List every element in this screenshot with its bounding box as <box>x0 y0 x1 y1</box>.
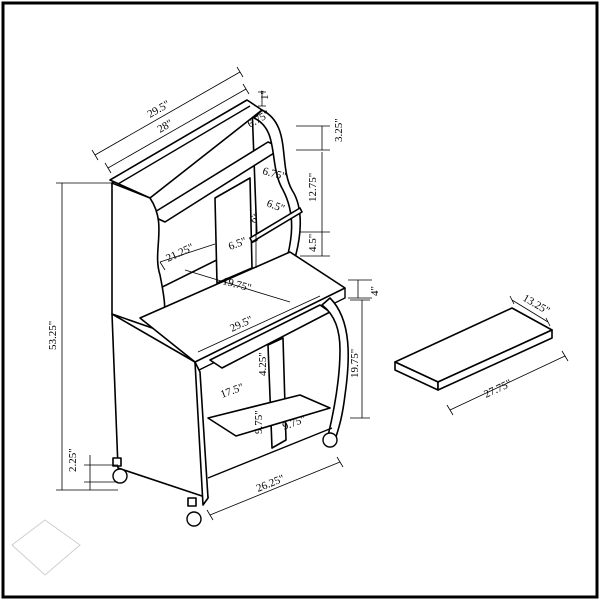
dimension-lines <box>56 66 569 521</box>
dim-line-base-depth <box>206 456 344 521</box>
cubby-shelf <box>249 207 303 243</box>
cabinet-right-side <box>321 297 350 441</box>
label-lower-shelf-height-left: 9.75" <box>253 410 265 434</box>
label-lower-opening-width: 17.5" <box>219 381 245 400</box>
label-total-height: 53.25" <box>47 321 59 350</box>
caster-back-left <box>112 468 128 484</box>
dim-line-top-overhang <box>258 91 266 107</box>
caster-mount-front-left <box>187 497 197 507</box>
dim-line-cubby-height <box>300 232 330 257</box>
label-lower-shelf-depth: 6.75" <box>261 165 287 183</box>
dim-line-hutch-outer-width <box>91 66 244 161</box>
dim-line-keyboard-width <box>509 295 551 327</box>
label-drawer-clearance: 4.25" <box>257 352 269 376</box>
keyboard-tray-side-edge <box>437 329 553 391</box>
dim-line-caster-height <box>84 455 118 490</box>
label-base-depth: 26.25" <box>255 473 287 495</box>
hutch-right-panel <box>253 109 302 263</box>
label-desk-lip: 4" <box>369 286 381 296</box>
caster-front-right <box>322 432 338 448</box>
hutch-top-edge <box>117 105 251 185</box>
label-cubby-height: 4.5" <box>307 234 319 252</box>
dim-line-shelf-thickness <box>296 125 330 151</box>
dim-line-desk-depth <box>184 269 291 303</box>
inner-partition <box>267 337 287 449</box>
label-divider-depth: 6.5" <box>265 198 286 216</box>
front-post <box>194 361 209 506</box>
label-base-right-height: 19.75" <box>349 349 361 378</box>
keyboard-tray <box>394 307 553 391</box>
dim-line-total-height <box>56 182 118 491</box>
computer-cart <box>109 99 350 527</box>
label-hutch-opening-height: 12.75" <box>307 173 319 202</box>
dim-line-hutch-left-opening <box>159 243 216 271</box>
label-hutch-inner-width: 28" <box>156 117 175 135</box>
lower-shelf <box>207 394 331 437</box>
caster-mount-back-left <box>112 457 122 467</box>
dim-line-base-right-height <box>350 299 370 419</box>
dim-line-desk-width <box>197 295 321 353</box>
dim-line-desk-lip <box>348 279 372 299</box>
label-keyboard-length: 27.75" <box>482 377 514 400</box>
caster-front-left <box>186 511 202 527</box>
label-caster-height: 2.25" <box>67 448 79 472</box>
dim-line-keyboard-length <box>446 350 569 416</box>
label-top-shelf-thickness: 3.25" <box>333 118 345 142</box>
label-keyboard-width: 13.25" <box>521 292 552 317</box>
bottom-stretcher <box>207 427 333 479</box>
dim-line-hutch-inner-width <box>104 83 250 174</box>
dim-line-hutch-opening <box>300 152 330 233</box>
label-hutch-divider-height: 6.5" <box>227 235 248 253</box>
label-top-overhang: 1" <box>259 90 271 100</box>
scan-glare <box>11 519 81 576</box>
